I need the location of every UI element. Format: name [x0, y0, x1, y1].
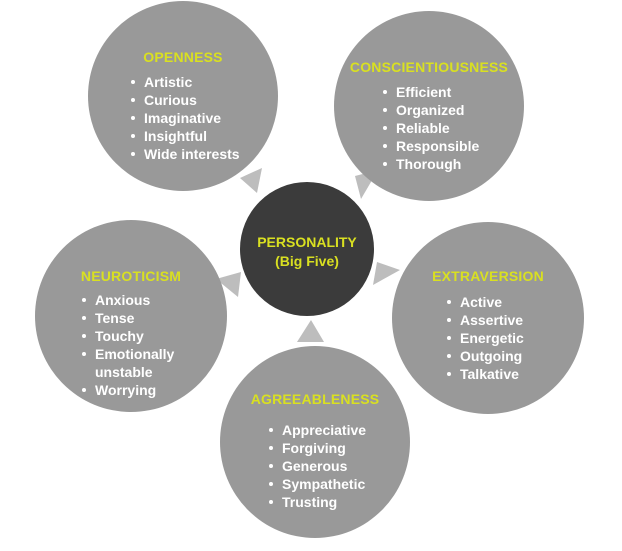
neuroticism-circle: NEUROTICISM Anxious Tense Touchy Emotion…: [35, 220, 227, 412]
list-item: Forgiving: [268, 439, 366, 457]
extraversion-circle: EXTRAVERSION Active Assertive Energetic …: [392, 222, 584, 414]
arrow-agreeableness: [297, 320, 324, 342]
conscientiousness-circle: CONSCIENTIOUSNESS Efficient Organized Re…: [334, 11, 524, 201]
conscientiousness-list: Efficient Organized Reliable Responsible…: [382, 83, 479, 173]
list-item: Generous: [268, 457, 366, 475]
personality-center-circle: PERSONALITY (Big Five): [240, 182, 374, 316]
list-item-continuation: unstable: [95, 364, 153, 380]
conscientiousness-title: CONSCIENTIOUSNESS: [349, 59, 509, 75]
openness-circle: OPENNESS Artistic Curious Imaginative In…: [88, 1, 278, 191]
openness-list: Artistic Curious Imaginative Insightful …: [130, 73, 240, 163]
list-item: Appreciative: [268, 421, 366, 439]
list-item: Energetic: [446, 329, 524, 347]
list-item: Efficient: [382, 83, 479, 101]
arrow-openness: [240, 168, 262, 193]
center-subtitle: (Big Five): [275, 253, 339, 269]
list-item: Trusting: [268, 493, 366, 511]
arrow-neuroticism: [216, 272, 241, 297]
extraversion-title: EXTRAVERSION: [432, 268, 544, 284]
list-item: Artistic: [130, 73, 240, 91]
list-item: Assertive: [446, 311, 524, 329]
list-item: Wide interests: [130, 145, 240, 163]
list-item: Insightful: [130, 127, 240, 145]
list-item: Talkative: [446, 365, 524, 383]
list-item: Organized: [382, 101, 479, 119]
agreeableness-title: AGREEABLENESS: [250, 391, 380, 407]
agreeableness-list: Appreciative Forgiving Generous Sympathe…: [268, 421, 366, 511]
list-item: Active: [446, 293, 524, 311]
center-title: PERSONALITY: [257, 234, 357, 250]
extraversion-list: Active Assertive Energetic Outgoing Talk…: [446, 293, 524, 383]
list-item: Thorough: [382, 155, 479, 173]
list-item: Tense: [81, 309, 174, 327]
openness-title: OPENNESS: [143, 49, 223, 65]
list-item: Touchy: [81, 327, 174, 345]
list-item: Reliable: [382, 119, 479, 137]
list-item: Emotionally: [81, 345, 174, 363]
neuroticism-title: NEUROTICISM: [80, 268, 182, 284]
list-item: Sympathetic: [268, 475, 366, 493]
list-item: Outgoing: [446, 347, 524, 365]
neuroticism-list: Anxious Tense Touchy Emotionally unstabl…: [81, 291, 174, 399]
list-item: Anxious: [81, 291, 174, 309]
list-item: Responsible: [382, 137, 479, 155]
agreeableness-circle: AGREEABLENESS Appreciative Forgiving Gen…: [220, 346, 410, 538]
arrow-extraversion: [373, 262, 400, 285]
list-item: Imaginative: [130, 109, 240, 127]
list-item: Worrying: [81, 381, 174, 399]
list-item: Curious: [130, 91, 240, 109]
